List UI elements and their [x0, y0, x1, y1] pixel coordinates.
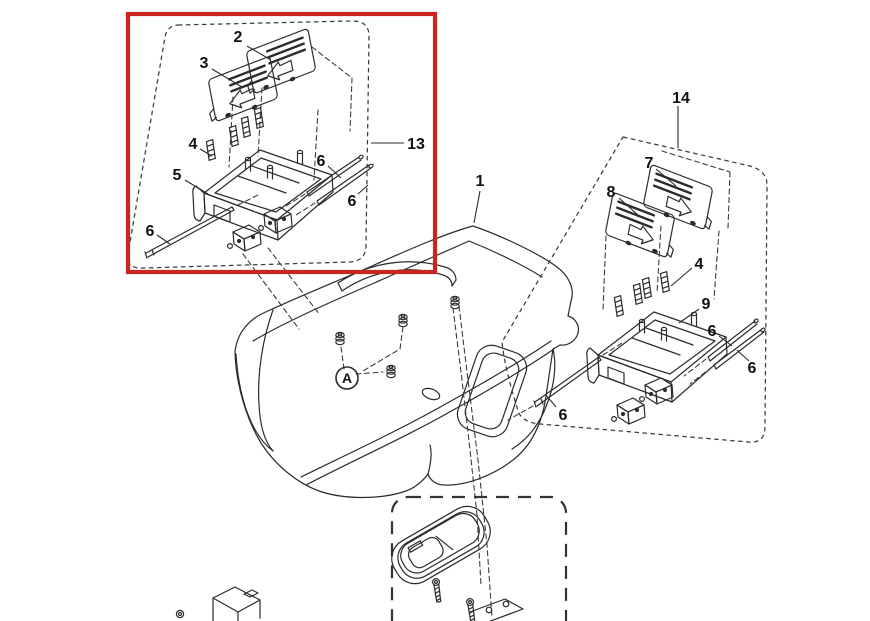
- callout-14: 14: [672, 90, 690, 107]
- right-assembly: [501, 136, 768, 443]
- callout-8: 8: [607, 184, 616, 201]
- body-screw: [398, 313, 408, 328]
- callout-6a: 6: [146, 223, 155, 240]
- callout-6d: 6: [708, 323, 717, 340]
- callout-labels: 1 2 3 4 5 6 6 6 13 14 7 8 4 9 6 6 6: [146, 29, 757, 424]
- detail-marker-A: A: [335, 366, 359, 390]
- callout-2: 2: [234, 29, 243, 46]
- body-armrest-cutout: [456, 344, 528, 438]
- spring: [240, 116, 252, 138]
- body-handle-trim: [337, 261, 457, 292]
- latch-cover-8-part: [603, 190, 681, 263]
- callout-6f: 6: [559, 407, 568, 424]
- switch-bracket-partial: [469, 598, 524, 621]
- pivot-bracket: [610, 397, 646, 425]
- right-assembly-boundary: [501, 136, 768, 443]
- screw: [431, 577, 443, 603]
- switch-detail-box: [390, 495, 568, 621]
- bottom-left-partial-parts: [175, 586, 261, 621]
- rod-right-single-part: [507, 342, 623, 421]
- detail-marker-label: A: [342, 370, 352, 386]
- body-screw: [335, 331, 345, 346]
- spring: [641, 277, 653, 299]
- rod-left-pair: [285, 154, 374, 216]
- callout-5: 5: [173, 167, 182, 184]
- spring: [613, 295, 625, 317]
- callout-7: 7: [645, 155, 654, 172]
- detail-marker-links: [340, 305, 493, 619]
- spring: [253, 107, 265, 129]
- rod-left-single-part: [144, 193, 261, 259]
- callout-3: 3: [200, 55, 209, 72]
- latch-housing-right-part: [586, 311, 728, 403]
- spring: [659, 271, 671, 293]
- callout-1: 1: [476, 173, 485, 190]
- screw: [465, 597, 477, 621]
- callout-4-right: 4: [695, 256, 704, 273]
- pivot-bracket: [227, 224, 262, 252]
- latch-cover-3-part: [202, 54, 280, 127]
- rod-right-pair: [683, 318, 766, 385]
- callout-6e: 6: [748, 360, 757, 377]
- rocker-switch: [391, 505, 491, 585]
- spring: [205, 139, 217, 161]
- callout-4-left: 4: [189, 136, 198, 153]
- spring: [632, 283, 644, 305]
- left-assembly: [127, 20, 374, 330]
- red-highlight-box: [125, 11, 438, 275]
- callout-6b: 6: [317, 153, 326, 170]
- callout-9: 9: [702, 296, 711, 313]
- callout-leader-lines: [156, 45, 750, 408]
- callout-6c: 6: [348, 193, 357, 210]
- latch-cover-7-part: [641, 162, 719, 235]
- body-screw: [450, 295, 460, 310]
- callout-13: 13: [407, 136, 425, 153]
- body-screw: [386, 364, 396, 379]
- left-assembly-boundary: [127, 20, 370, 269]
- main-body-shell: A: [234, 225, 580, 619]
